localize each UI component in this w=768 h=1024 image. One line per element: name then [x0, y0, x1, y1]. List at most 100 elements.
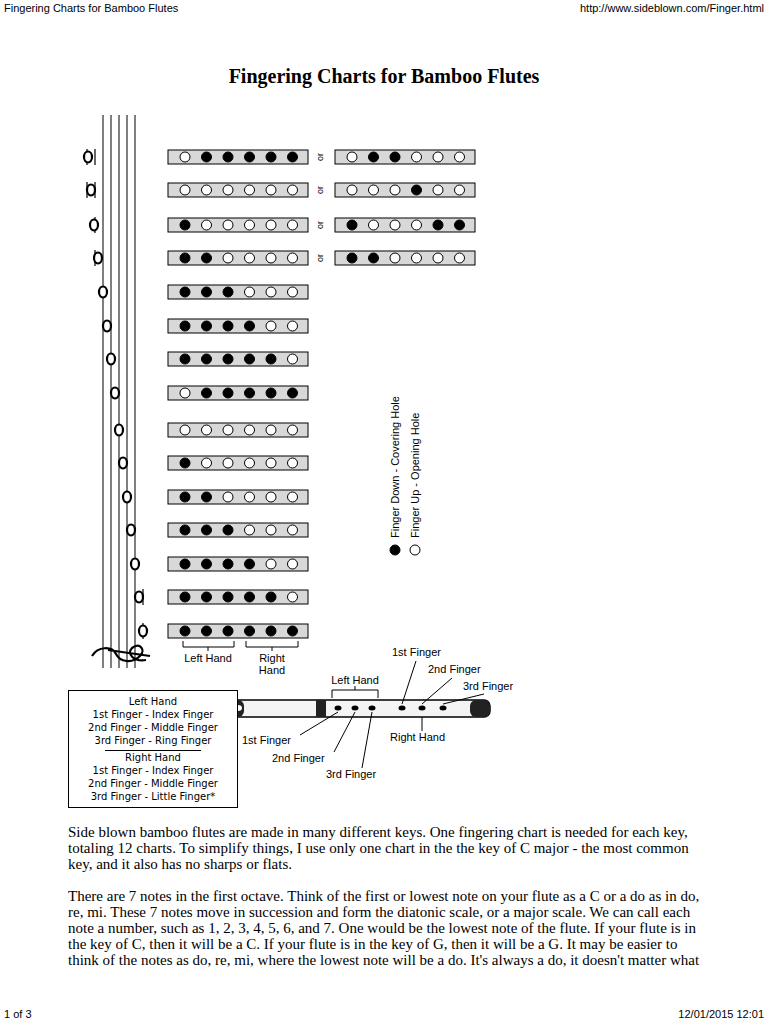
finger-hole — [202, 152, 212, 162]
flute-illustration — [222, 661, 490, 768]
finger-hole — [180, 152, 190, 162]
finger-hole — [347, 152, 357, 162]
finger-hole — [266, 321, 276, 331]
finger-hole — [266, 592, 276, 602]
finger-hole — [288, 492, 298, 502]
body-paragraph: Side blown bamboo flutes are made in man… — [68, 824, 704, 872]
legend-text: Finger Down - Covering Hole — [389, 396, 401, 538]
finger-hole — [266, 185, 276, 195]
finger-hole — [202, 321, 212, 331]
finger-hole — [433, 253, 443, 263]
finger-hole — [223, 354, 233, 364]
fingering-bar — [168, 218, 308, 232]
finger-hole — [390, 185, 400, 195]
body-paragraph: There are 7 notes in the first octave. T… — [68, 888, 704, 968]
finger-hole — [288, 626, 298, 636]
finger-hole — [202, 492, 212, 502]
finger-hole — [180, 492, 190, 502]
finger-hole — [245, 525, 255, 535]
finger-hole — [180, 388, 190, 398]
hand-label: Left Hand — [325, 674, 385, 687]
or-label: or — [315, 186, 326, 194]
finger-hole — [266, 388, 276, 398]
finger-hole — [390, 152, 400, 162]
whole-note — [139, 626, 147, 637]
finger-label: 3rd Finger — [326, 768, 388, 781]
finger-hole — [369, 152, 379, 162]
finger-hole — [202, 388, 212, 398]
print-date: 12/01/2015 12:01 — [600, 1008, 764, 1021]
finger-hole — [223, 220, 233, 230]
finger-label: 2nd Finger — [428, 663, 488, 676]
finger-hole — [455, 253, 465, 263]
finger-hole — [266, 626, 276, 636]
fingering-bar — [168, 624, 308, 638]
finger-hole — [433, 152, 443, 162]
finger-hole — [455, 152, 465, 162]
finger-hole — [288, 458, 298, 468]
finger-hole — [288, 287, 298, 297]
finger-hole — [266, 525, 276, 535]
finger-hole — [245, 253, 255, 263]
finger-hole — [412, 152, 422, 162]
finger-hole — [223, 458, 233, 468]
finger-entry: 3rd Finger - Ring Finger — [75, 734, 231, 747]
fingering-bar — [168, 251, 308, 265]
finger-hole — [245, 592, 255, 602]
finger-hole — [223, 388, 233, 398]
finger-hole — [288, 354, 298, 364]
finger-hole — [223, 559, 233, 569]
finger-hole — [245, 458, 255, 468]
finger-hole — [266, 425, 276, 435]
finger-hole — [433, 185, 443, 195]
finger-hole — [202, 559, 212, 569]
fingering-bar — [168, 490, 308, 504]
finger-hole — [266, 492, 276, 502]
finger-hole — [266, 152, 276, 162]
fingering-bar — [168, 590, 308, 604]
finger-hole — [223, 626, 233, 636]
finger-hole — [202, 287, 212, 297]
finger-hole — [266, 220, 276, 230]
finger-hole — [288, 525, 298, 535]
finger-hole — [347, 185, 357, 195]
alternate-fingering-bar — [335, 251, 475, 265]
finger-hole — [202, 425, 212, 435]
whole-note — [103, 321, 111, 332]
hand-heading: Left Hand — [75, 695, 231, 708]
whole-note — [94, 253, 102, 264]
finger-hole — [288, 152, 298, 162]
finger-hole — [202, 220, 212, 230]
fingering-bar — [168, 352, 308, 366]
finger-hole — [223, 152, 233, 162]
finger-hole — [288, 559, 298, 569]
alternate-fingering-bar — [335, 218, 475, 232]
finger-hole — [202, 185, 212, 195]
fingering-bar — [168, 319, 308, 333]
finger-hole — [202, 525, 212, 535]
finger-hole — [245, 152, 255, 162]
finger-hole — [223, 492, 233, 502]
whole-note — [131, 559, 139, 570]
whole-note — [84, 152, 92, 163]
finger-hole — [245, 425, 255, 435]
whole-note — [119, 458, 127, 469]
finger-hole — [202, 253, 212, 263]
finger-hole — [266, 253, 276, 263]
finger-hole — [180, 626, 190, 636]
or-label: or — [315, 153, 326, 161]
finger-hole — [223, 185, 233, 195]
whole-note — [111, 388, 119, 399]
page-title: Fingering Charts for Bamboo Flutes — [0, 64, 768, 88]
whole-note — [135, 592, 143, 603]
finger-hole — [245, 559, 255, 569]
browser-header: Fingering Charts for Bamboo Flutes — [4, 2, 304, 15]
finger-hole — [347, 220, 357, 230]
hand-label: Right Hand — [390, 731, 460, 744]
music-staff — [84, 115, 150, 668]
hand-heading: Right Hand — [105, 750, 201, 764]
finger-hole — [266, 559, 276, 569]
finger-hole — [202, 354, 212, 364]
finger-hole — [455, 220, 465, 230]
finger-hole — [369, 253, 379, 263]
